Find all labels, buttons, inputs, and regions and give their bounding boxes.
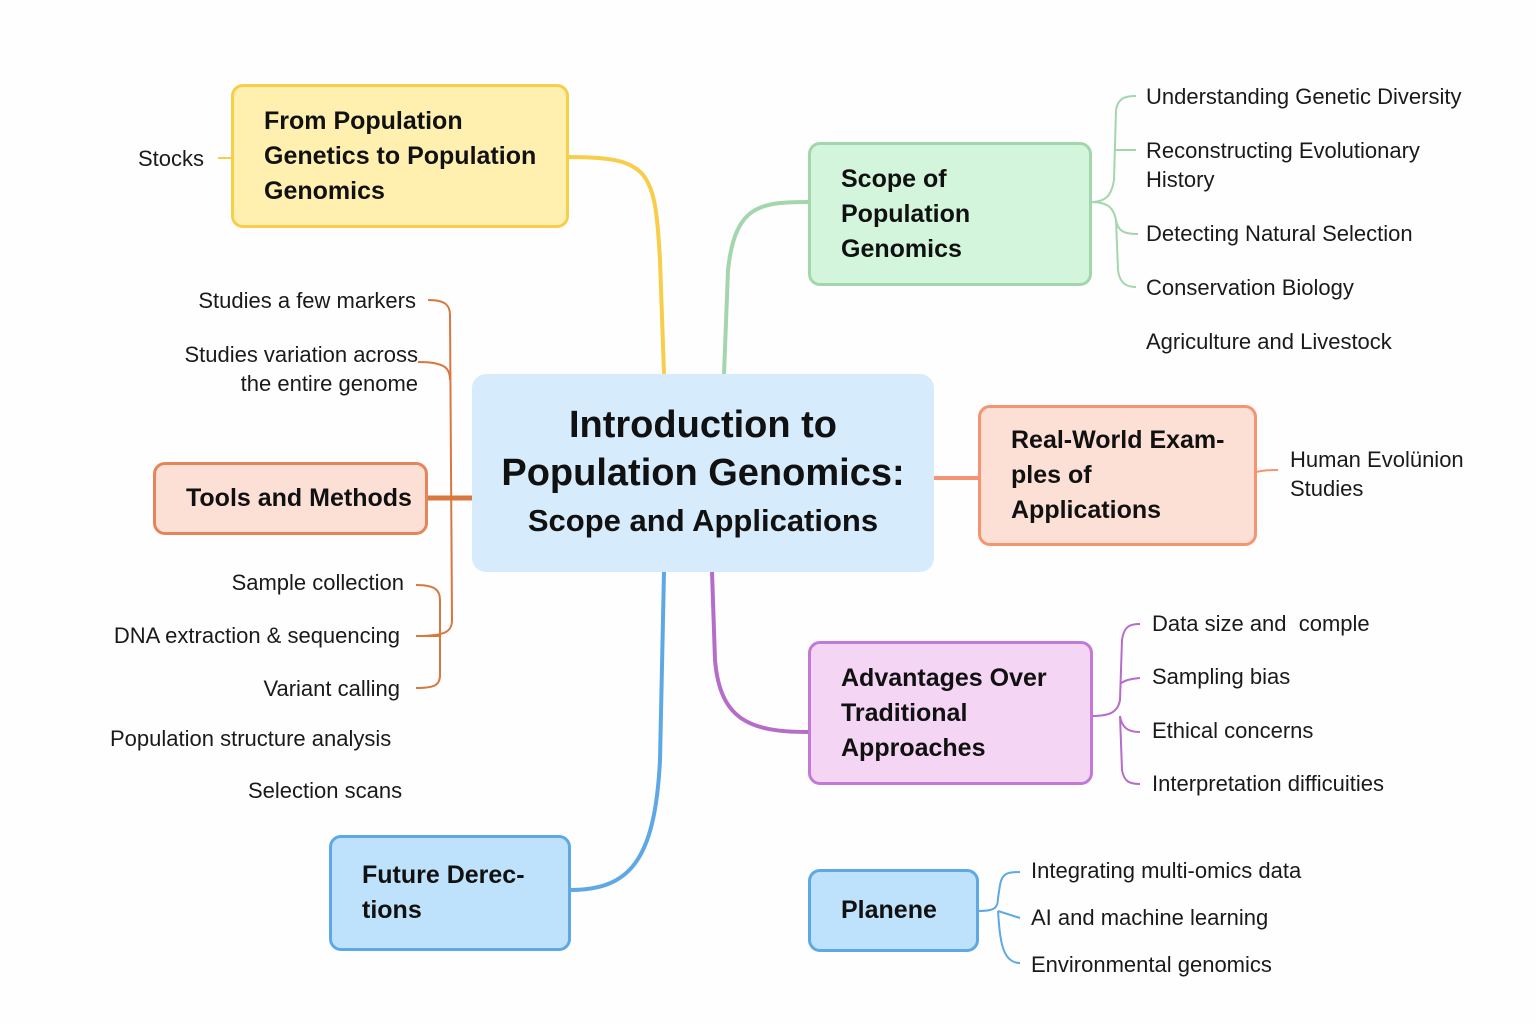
central-title-line3: Scope and Applications [527,503,879,538]
node-real-world-examples[interactable]: Real-World Exam- ples of Applications [978,405,1257,546]
central-title-line1: Introduction to [568,404,838,446]
leaf-ethical-concerns[interactable]: Ethical concerns [1152,718,1314,743]
leaf-interpretation[interactable]: Interpretation difficuities [1152,771,1384,796]
leaf-few-markers[interactable]: Studies a few markers [198,288,416,313]
node-label: Scope of Population Genomics [841,164,971,263]
leaf-variant-calling[interactable]: Variant calling [263,676,400,701]
leaf-sample-collection[interactable]: Sample collection [231,570,404,595]
node-from-population-genetics[interactable]: From Population Genetics to Population G… [231,84,569,228]
node-advantages[interactable]: Advantages Over Traditional Approaches [808,641,1093,785]
leaf-environmental-genomics[interactable]: Environmental genomics [1031,952,1272,977]
leaf-data-size[interactable]: Data size and comple [1152,611,1370,636]
node-label: From Population Genetics to Population G… [264,106,537,205]
leaf-multi-omics[interactable]: Integrating multi-omics data [1031,858,1302,883]
node-label: Advantages Over Traditional Approaches [841,663,1047,762]
node-tools-methods[interactable]: Tools and Methods [153,462,428,535]
central-topic[interactable]: Introduction to Population Genomics: Sco… [472,374,934,572]
leaf-genetic-diversity[interactable]: Understanding Genetic Diversity [1146,84,1462,109]
leaf-natural-selection[interactable]: Detecting Natural Selection [1146,221,1413,246]
leaf-agriculture[interactable]: Agriculture and Livestock [1146,329,1392,354]
node-label: Real-World Exam- ples of Applications [1011,426,1225,524]
node-label: Future Derec- tions [362,861,525,924]
leaf-sampling-bias[interactable]: Sampling bias [1152,664,1291,689]
leaf-human-evolution[interactable]: Human Evolünion Studies [1290,447,1464,501]
node-scope[interactable]: Scope of Population Genomics [808,142,1092,286]
leaf-population-structure[interactable]: Population structure analysis [110,726,392,751]
leaf-dna-extraction[interactable]: DNA extraction & sequencing [113,623,400,648]
leaf-conservation-biology[interactable]: Conservation Biology [1146,275,1354,300]
leaf-ai-ml[interactable]: AI and machine learning [1031,905,1269,930]
node-future-directions[interactable]: Future Derec- tions [329,835,571,951]
node-label: Planene [841,896,937,924]
leaf-evolutionary-history[interactable]: Reconstructing Evolutionary History [1146,138,1420,192]
node-planene[interactable]: Planene [808,869,979,952]
node-label: Tools and Methods [186,484,412,512]
leaf-selection-scans[interactable]: Selection scans [248,778,403,803]
central-title-line2: Population Genomics: [501,452,905,494]
leaf-stocks[interactable]: Stocks [137,146,204,171]
leaf-entire-genome[interactable]: Studies variation across the entire geno… [184,342,418,396]
